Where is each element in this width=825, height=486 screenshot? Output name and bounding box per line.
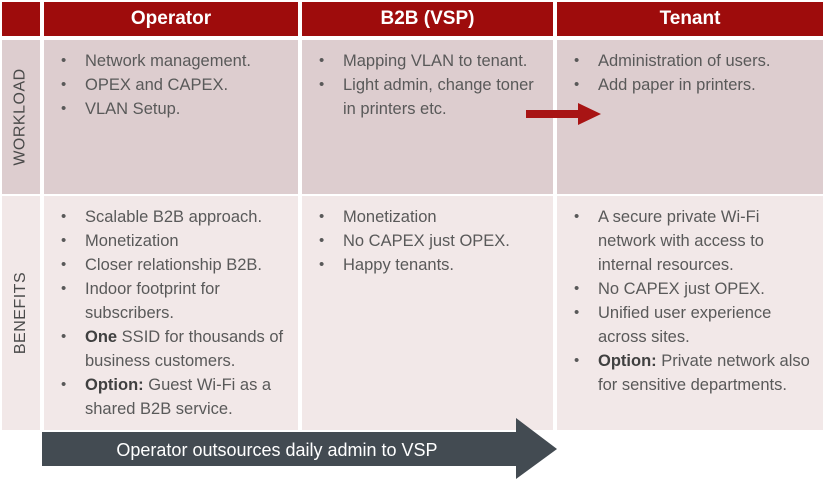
row-label-workload: WORKLOAD: [2, 40, 40, 194]
list-item: Monetization: [319, 205, 545, 229]
list-item-emphasis: One: [85, 328, 118, 346]
list-item: Administration of users.: [574, 49, 815, 73]
row-label-benefits-rotated: BENEFITS: [2, 196, 40, 430]
row-label-workload-text: WORKLOAD: [12, 68, 29, 166]
list-item: Happy tenants.: [319, 253, 545, 277]
header-cell-operator: Operator: [44, 2, 298, 36]
bullet-list-benefits-tenant: A secure private Wi-Fi network with acce…: [557, 196, 823, 397]
bullet-list-workload-operator: Network management. OPEX and CAPEX. VLAN…: [44, 40, 298, 121]
list-item-emphasis: Option:: [598, 352, 657, 370]
bullet-list-workload-tenant: Administration of users. Add paper in pr…: [557, 40, 823, 97]
cell-workload-operator: Network management. OPEX and CAPEX. VLAN…: [44, 40, 298, 194]
banner-arrow-shape: [42, 418, 558, 480]
bullet-list-workload-b2b: Mapping VLAN to tenant. Light admin, cha…: [302, 40, 553, 121]
list-item: VLAN Setup.: [61, 97, 290, 121]
list-item: OPEX and CAPEX.: [61, 73, 290, 97]
list-item: Add paper in printers.: [574, 73, 815, 97]
list-item-text: SSID for thousands of business customers…: [85, 328, 284, 370]
list-item: Monetization: [61, 229, 290, 253]
list-item: Light admin, change toner in printers et…: [319, 73, 545, 121]
cell-workload-b2b: Mapping VLAN to tenant. Light admin, cha…: [302, 40, 553, 194]
bullet-list-benefits-b2b: Monetization No CAPEX just OPEX. Happy t…: [302, 196, 553, 277]
list-item: Option: Guest Wi-Fi as a shared B2B serv…: [61, 373, 290, 421]
header-corner-cell: [2, 2, 40, 36]
table-row-benefits: BENEFITS Scalable B2B approach. Monetiza…: [0, 196, 825, 430]
bullet-list-benefits-operator: Scalable B2B approach. Monetization Clos…: [44, 196, 298, 421]
cell-benefits-b2b: Monetization No CAPEX just OPEX. Happy t…: [302, 196, 553, 430]
list-item: A secure private Wi-Fi network with acce…: [574, 205, 815, 277]
list-item: Mapping VLAN to tenant.: [319, 49, 545, 73]
table-header-row: Operator B2B (VSP) Tenant: [0, 0, 825, 38]
cell-workload-tenant: Administration of users. Add paper in pr…: [557, 40, 823, 194]
table-row-workload: WORKLOAD Network management. OPEX and CA…: [0, 40, 825, 194]
list-item: Option: Private network also for sensiti…: [574, 349, 815, 397]
list-item: One SSID for thousands of business custo…: [61, 325, 290, 373]
header-cell-b2b-vsp: B2B (VSP): [302, 2, 553, 36]
header-cell-tenant: Tenant: [557, 2, 823, 36]
list-item: Network management.: [61, 49, 290, 73]
list-item-text: Private network also for sensitive depar…: [598, 352, 810, 394]
row-label-benefits-text: BENEFITS: [12, 271, 30, 355]
list-item: Scalable B2B approach.: [61, 205, 290, 229]
row-label-workload-rotated: WORKLOAD: [2, 40, 40, 194]
cell-benefits-tenant: A secure private Wi-Fi network with acce…: [557, 196, 823, 430]
list-item: No CAPEX just OPEX.: [574, 277, 815, 301]
list-item-emphasis: Option:: [85, 376, 144, 394]
row-label-benefits: BENEFITS: [2, 196, 40, 430]
list-item: No CAPEX just OPEX.: [319, 229, 545, 253]
cell-benefits-operator: Scalable B2B approach. Monetization Clos…: [44, 196, 298, 430]
list-item: Closer relationship B2B.: [61, 253, 290, 277]
list-item: Unified user experience across sites.: [574, 301, 815, 349]
list-item-text: Guest Wi-Fi as a shared B2B service.: [85, 376, 272, 418]
list-item: Indoor footprint for subscribers.: [61, 277, 290, 325]
